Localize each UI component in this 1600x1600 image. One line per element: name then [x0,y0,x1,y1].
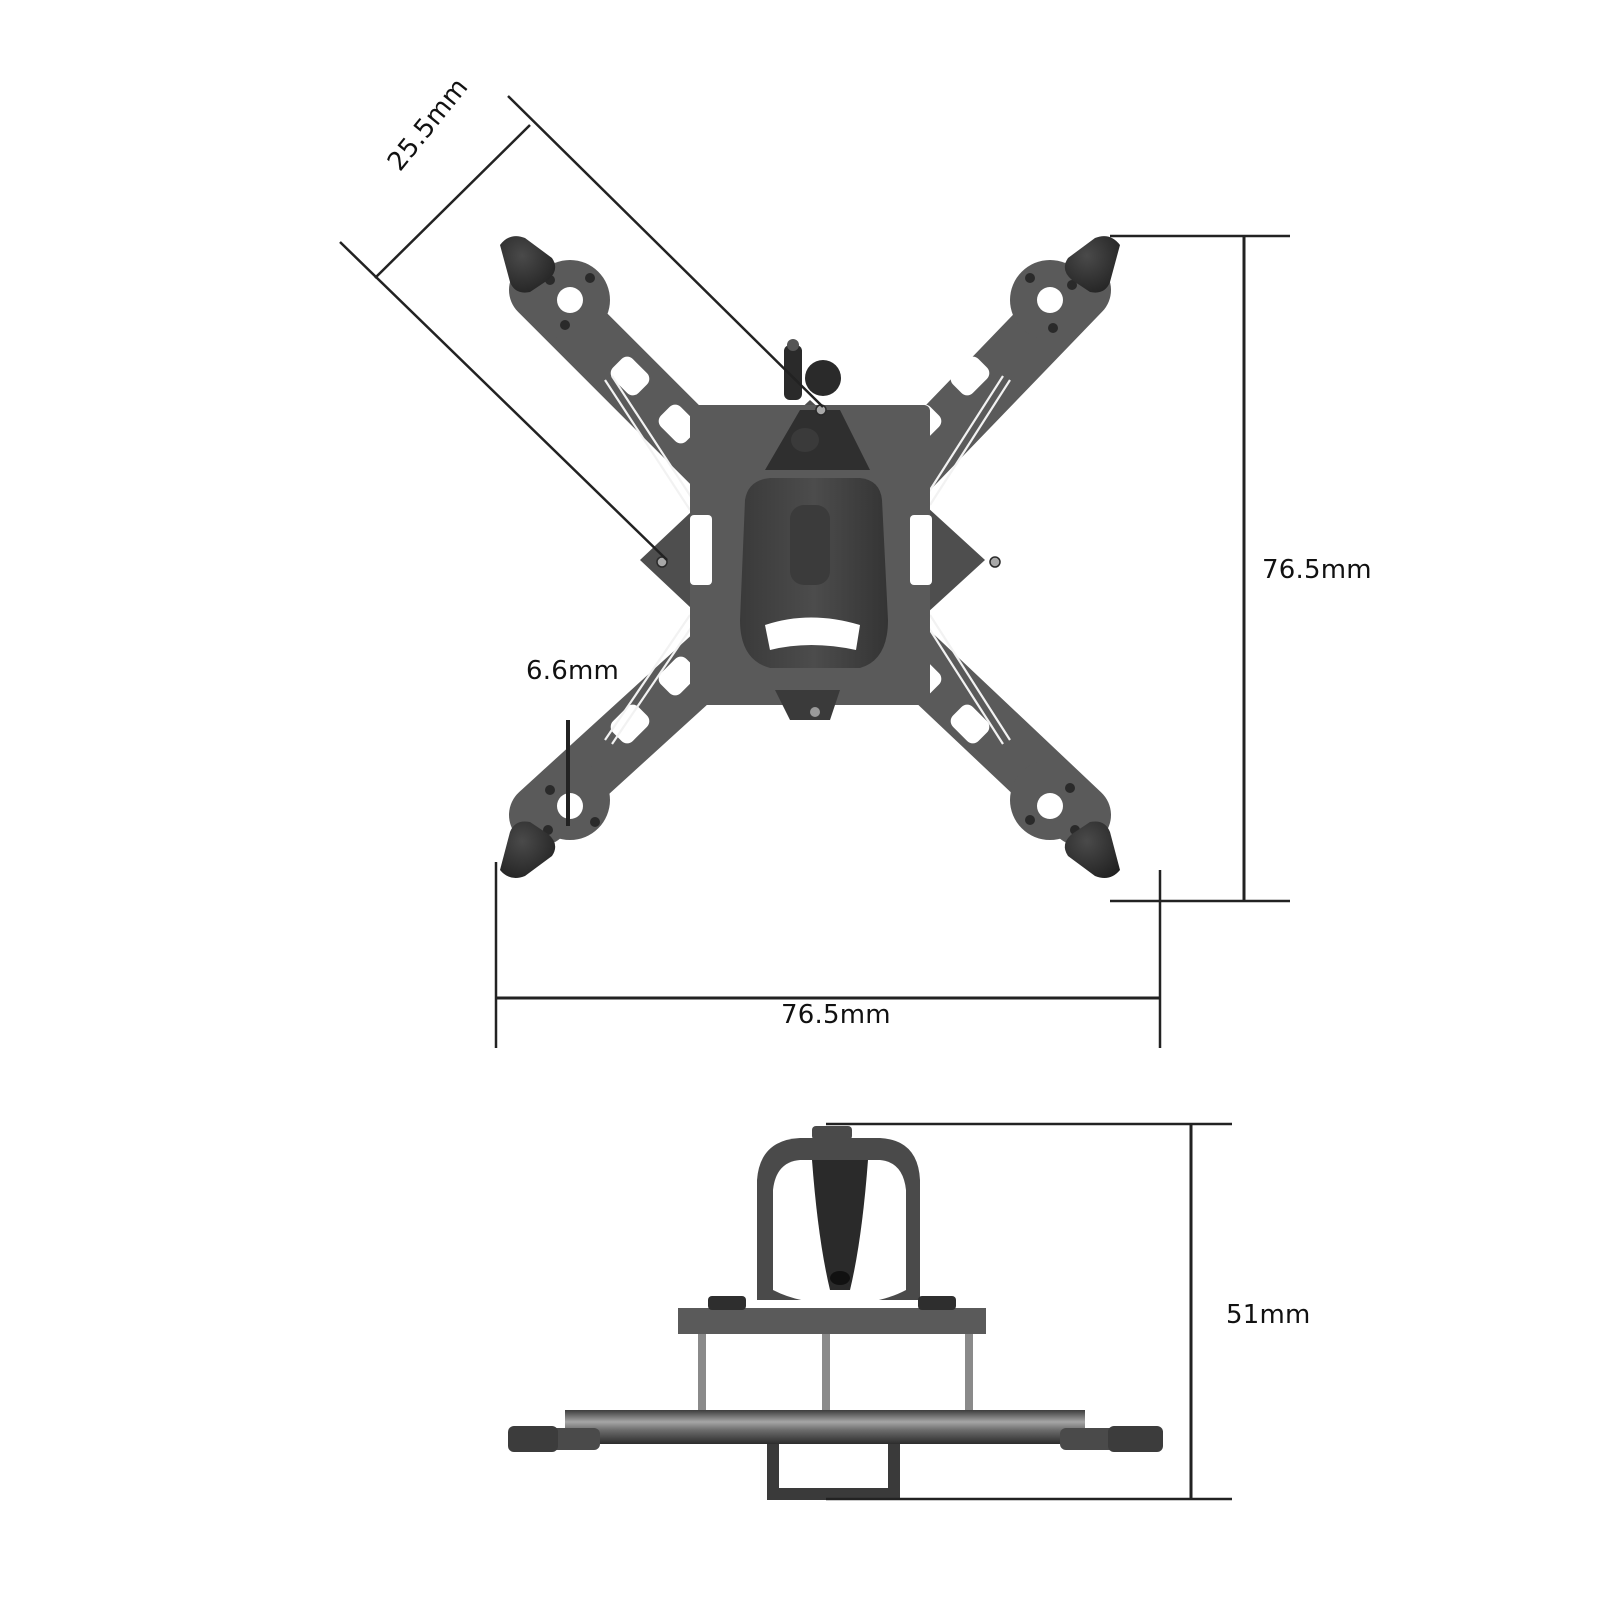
side-antenna-nub [812,1126,852,1140]
side-height-dimension-label: 51mm [1226,1300,1311,1330]
motor-hole-dimension-label: 6.6mm [526,656,620,686]
top-view [500,236,1120,878]
frame-width-dimension-label: 76.5mm [781,1000,891,1030]
canopy-slot [765,617,860,650]
side-top-plate [678,1308,986,1334]
antenna-mount [784,339,841,400]
frame-height-dimension-label: 76.5mm [1262,555,1372,585]
side-bottom-plate [565,1410,1085,1444]
camera-canopy [740,410,888,720]
diag-extension-left [339,241,668,561]
side-camera-mount [812,1160,868,1290]
side-slot-left [690,515,712,585]
dimension-lines-top [339,95,1290,1048]
side-battery-mount [767,1444,900,1500]
diag-extension-right [507,95,824,408]
arm-stripes [604,375,1011,745]
side-view [508,1126,1163,1500]
dimension-lines-side [826,1122,1232,1501]
body-screws [656,404,1001,568]
motor-center-holes [557,287,1063,819]
side-standoffs [698,1334,973,1424]
side-slot-right [910,515,932,585]
motor-guards [500,236,1120,878]
diag-dimension-line [374,124,531,279]
